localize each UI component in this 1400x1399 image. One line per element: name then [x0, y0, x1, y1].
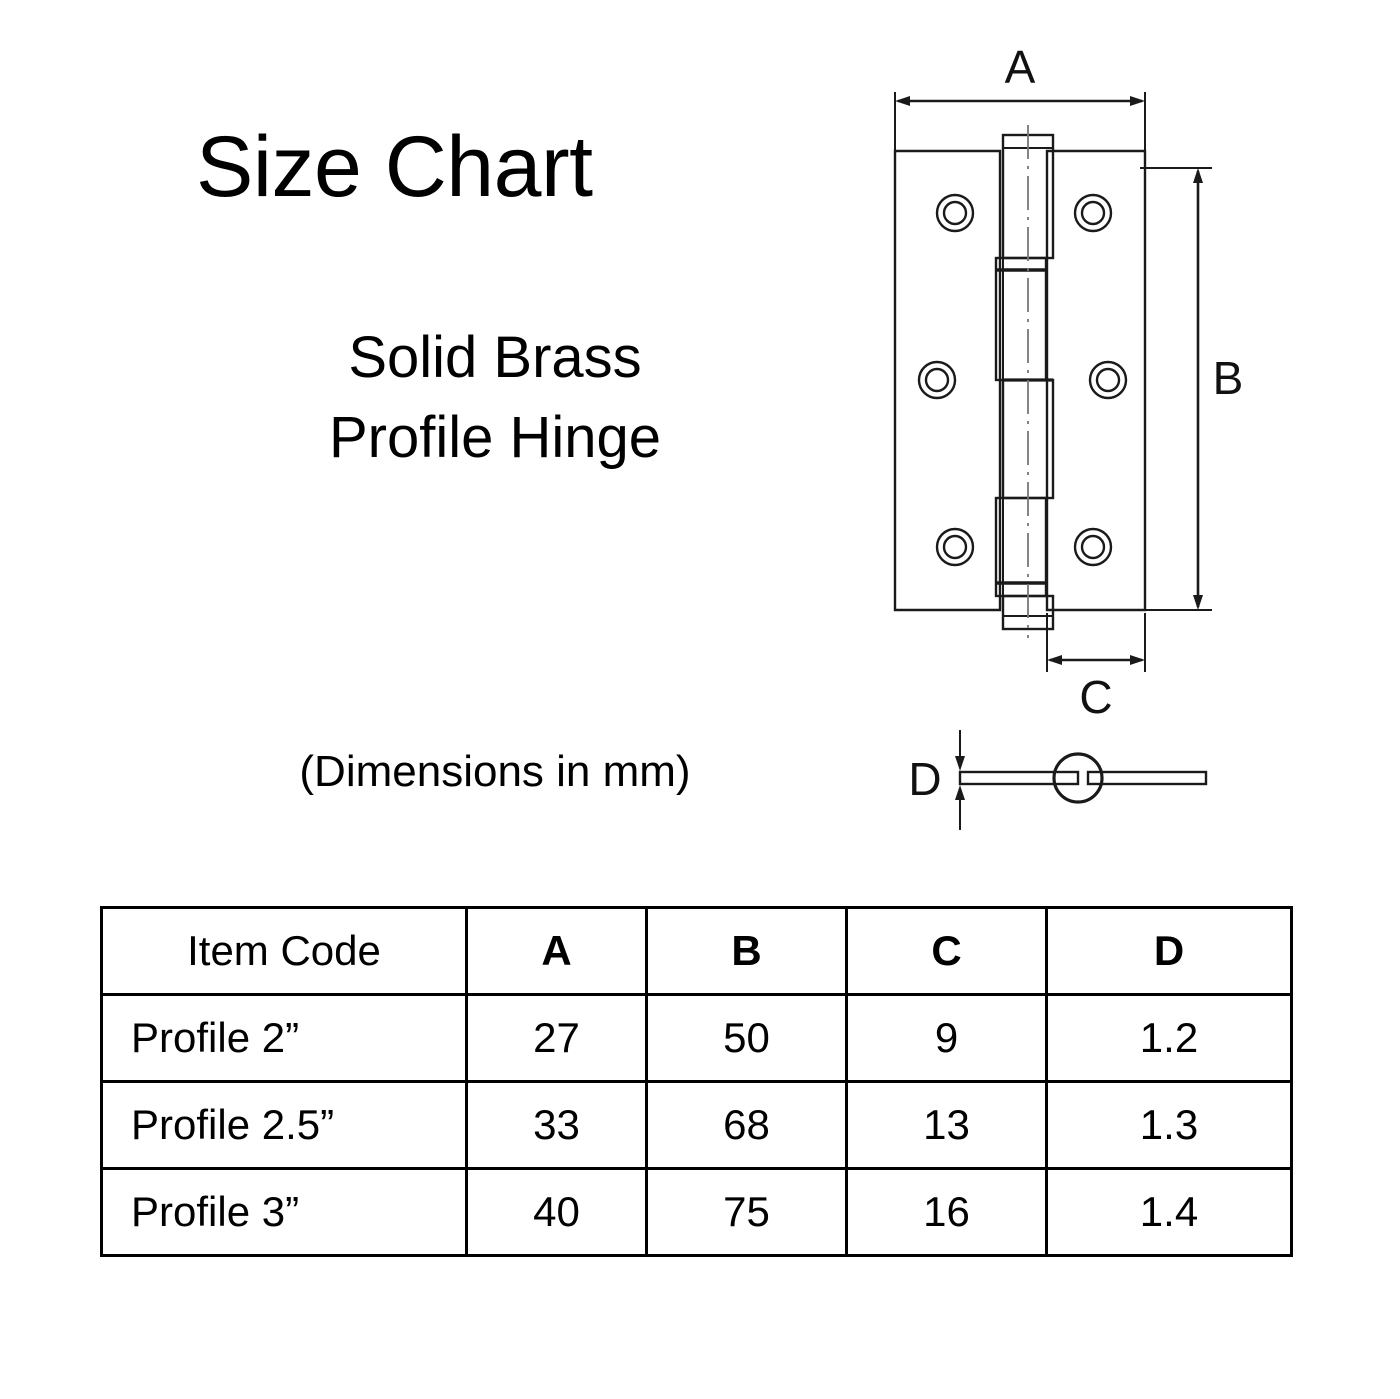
screw-hole-left-bottom	[935, 527, 975, 567]
dim-label-d: D	[908, 753, 941, 805]
screw-hole-left-top	[935, 193, 975, 233]
dim-b-extension-lines	[1140, 167, 1212, 611]
product-subtitle-line-2: Profile Hinge	[328, 405, 662, 471]
size-table: Item Code A B C D Profile 2” 27 50 9 1.2…	[100, 906, 1293, 1257]
cell-a: 40	[465, 1167, 648, 1257]
cell-c: 9	[845, 993, 1048, 1083]
dim-label-c: C	[1079, 671, 1112, 723]
hinge-technical-drawing: A B C D	[840, 30, 1280, 850]
dim-c-line	[1047, 655, 1145, 665]
hinge-left-leaf	[893, 149, 1002, 612]
column-header-a: A	[465, 906, 648, 996]
knuckle-segment-2	[994, 256, 1048, 382]
cell-b: 50	[645, 993, 848, 1083]
cell-d: 1.2	[1045, 993, 1293, 1083]
units-note: (Dimensions in mm)	[299, 747, 691, 796]
cell-a: 27	[465, 993, 648, 1083]
dim-a-line	[895, 96, 1145, 106]
knuckle-segment-4	[994, 496, 1048, 598]
screw-hole-left-middle	[917, 360, 957, 400]
hinge-right-leaf	[1045, 149, 1147, 612]
table-row: Profile 2” 27 50 9 1.2	[100, 993, 1293, 1083]
cell-item-code: Profile 3”	[100, 1167, 468, 1257]
cell-d: 1.3	[1045, 1080, 1293, 1170]
cell-d: 1.4	[1045, 1167, 1293, 1257]
hinge-edge-view	[958, 752, 1208, 804]
screw-hole-right-bottom	[1073, 527, 1113, 567]
column-header-d: D	[1045, 906, 1293, 996]
column-header-item-code: Item Code	[100, 906, 468, 996]
cell-b: 68	[645, 1080, 848, 1170]
table-row: Profile 3” 40 75 16 1.4	[100, 1167, 1293, 1257]
screw-hole-right-top	[1073, 193, 1113, 233]
screw-hole-right-middle	[1088, 360, 1128, 400]
cell-b: 75	[645, 1167, 848, 1257]
table-row: Profile 2.5” 33 68 13 1.3	[100, 1080, 1293, 1170]
column-header-c: C	[845, 906, 1048, 996]
cell-item-code: Profile 2”	[100, 993, 468, 1083]
product-subtitle-line-1: Solid Brass	[348, 325, 642, 390]
dim-d-line	[955, 730, 965, 830]
cell-item-code: Profile 2.5”	[100, 1080, 468, 1170]
column-header-b: B	[645, 906, 848, 996]
page-title: Size Chart	[196, 119, 593, 215]
cell-a: 33	[465, 1080, 648, 1170]
dim-c-extension-lines	[1046, 613, 1146, 672]
cell-c: 16	[845, 1167, 1048, 1257]
table-header-row: Item Code A B C D	[100, 906, 1293, 996]
cell-c: 13	[845, 1080, 1048, 1170]
dim-label-a: A	[1005, 41, 1036, 93]
dim-a-extension-lines	[894, 92, 1146, 158]
product-subtitle: Solid Brass Profile Hinge	[100, 318, 890, 478]
dim-label-b: B	[1213, 352, 1244, 404]
dim-b-line	[1193, 168, 1203, 610]
